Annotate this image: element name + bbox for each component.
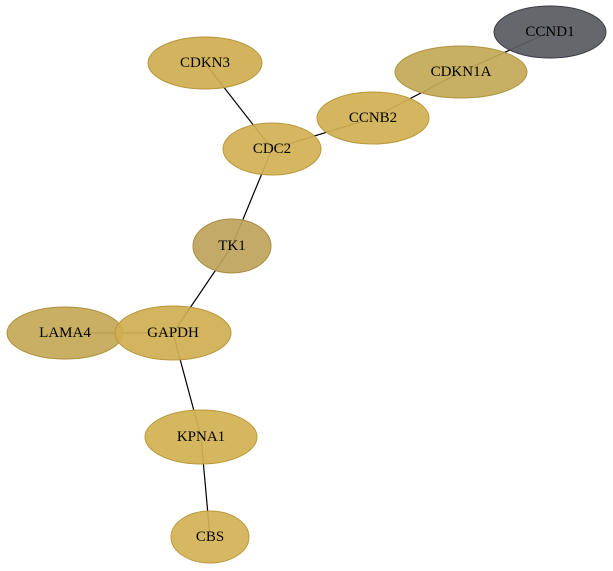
node-cbs-label: CBS — [196, 529, 224, 545]
edges-layer — [65, 31, 551, 538]
node-cdc2: CDC2 — [222, 122, 322, 176]
node-ccnd1: CCND1 — [493, 5, 607, 59]
node-cdkn3: CDKN3 — [147, 36, 263, 90]
node-ccnd1-ellipse — [493, 5, 607, 59]
node-cbs: CBS — [170, 510, 250, 564]
node-tk1-label: TK1 — [218, 238, 246, 254]
node-kpna1: KPNA1 — [144, 409, 258, 465]
node-cdkn1a: CDKN1A — [394, 45, 528, 99]
node-cbs-ellipse — [170, 510, 250, 564]
node-tk1-ellipse — [192, 218, 272, 274]
node-ccnd1-label: CCND1 — [525, 24, 574, 40]
node-lama4: LAMA4 — [6, 306, 124, 360]
node-kpna1-label: KPNA1 — [177, 429, 225, 445]
node-lama4-label: LAMA4 — [39, 325, 91, 341]
node-cdkn1a-ellipse — [394, 45, 528, 99]
node-ccnb2: CCNB2 — [316, 91, 430, 145]
node-ccnb2-ellipse — [316, 91, 430, 145]
node-cdc2-label: CDC2 — [253, 141, 291, 157]
node-cdc2-ellipse — [222, 122, 322, 176]
node-cdkn1a-label: CDKN1A — [431, 64, 492, 80]
node-cdkn3-label: CDKN3 — [180, 55, 230, 71]
node-gapdh: GAPDH — [114, 305, 232, 361]
node-cdkn3-ellipse — [147, 36, 263, 90]
node-tk1: TK1 — [192, 218, 272, 274]
node-gapdh-ellipse — [114, 305, 232, 361]
node-ccnb2-label: CCNB2 — [349, 110, 397, 126]
node-gapdh-label: GAPDH — [147, 325, 199, 341]
node-kpna1-ellipse — [144, 409, 258, 465]
